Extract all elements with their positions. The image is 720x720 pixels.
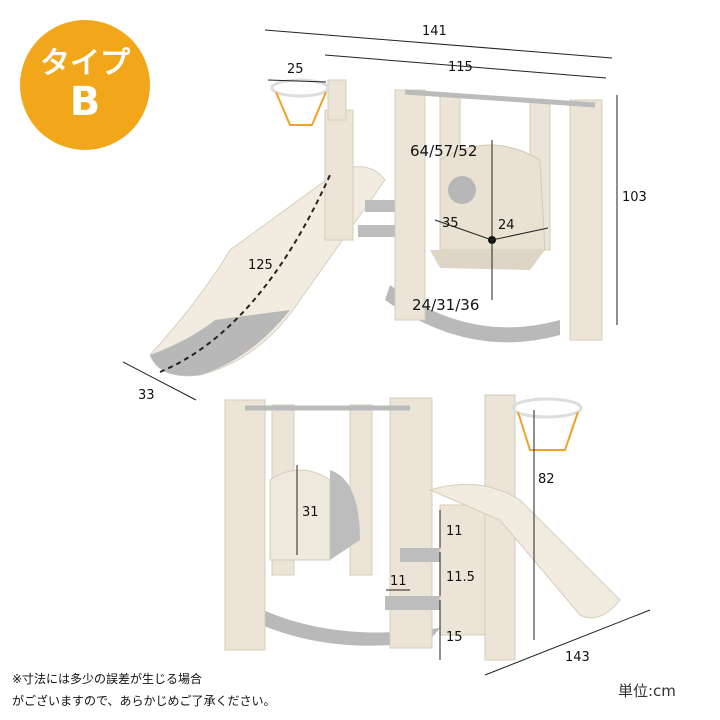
dim-seat-back: 31 [302,505,319,520]
dim-seat-depth: 24 [498,218,515,233]
dim-step-3: 15 [446,630,463,645]
type-label: タイプ [40,45,130,81]
top-dimension-lines [122,29,618,401]
dim-hoop-width: 25 [287,62,304,77]
dim-hoop-height: 82 [538,472,555,487]
dim-total-length: 141 [422,24,447,39]
bottom-playset [224,394,621,661]
dim-height: 103 [622,190,647,205]
dim-swing-width: 115 [448,60,473,75]
dim-step-width: 11 [390,574,407,589]
dim-step-2: 11.5 [446,570,475,585]
note-line-1: ※寸法には多少の誤差が生じる場合 [12,672,203,686]
dim-slide-length: 125 [248,258,273,273]
top-playset [149,78,603,377]
dim-seat-height: 64/57/52 [410,142,478,160]
dim-seat-lower: 24/31/36 [412,296,480,314]
type-badge: タイプ B [20,20,150,150]
note-line-2: がございますので、あらかじめご了承ください。 [12,694,276,708]
dim-total-depth: 143 [565,650,590,665]
bottom-dimension-lines [296,410,651,676]
dim-step-1: 11 [446,524,463,539]
dim-slide-width: 33 [138,388,155,403]
dim-seat-width: 35 [442,216,459,231]
disclaimer-note: ※寸法には多少の誤差が生じる場合 がございますので、あらかじめご了承ください。 [12,668,276,712]
unit-label: 単位:cm [618,682,676,700]
type-letter: B [69,78,101,125]
